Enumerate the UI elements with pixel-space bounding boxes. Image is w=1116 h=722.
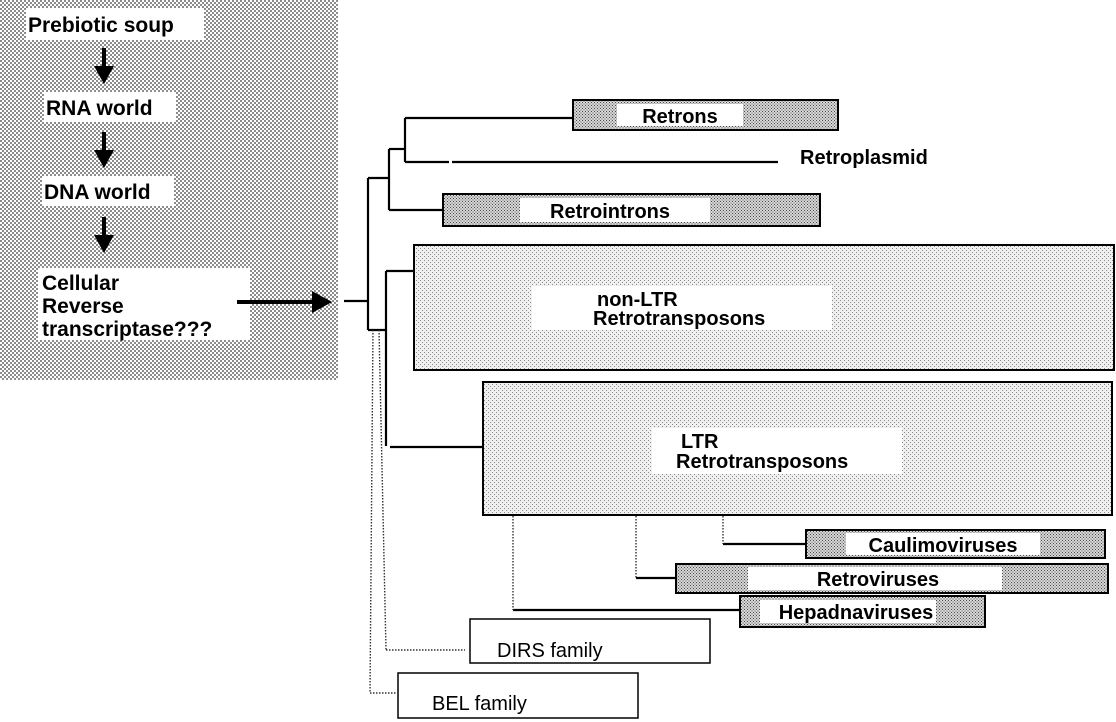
tree-branches <box>344 116 806 612</box>
step-rna-world-label: RNA world <box>46 97 153 120</box>
group-hepadnaviruses: Hepadnaviruses <box>739 595 986 628</box>
step-cellular-rt-label-line3: transcriptase??? <box>42 318 212 341</box>
group-non-ltr-retrotransposons: non-LTR Retrotransposons <box>413 244 1115 371</box>
right-arrow-icon <box>237 291 332 313</box>
origin-panel: Prebiotic soup RNA world DNA world Cellu… <box>0 0 338 380</box>
down-arrow-icon <box>94 132 114 168</box>
hepadnaviruses-label: Hepadnaviruses <box>779 602 934 624</box>
step-cellular-rt-bg <box>38 268 250 340</box>
step-prebiotic-soup-bg <box>26 8 204 40</box>
retroplasmid-label: Retroplasmid <box>800 147 928 169</box>
step-dna-world-bg <box>42 176 174 206</box>
group-bel-family: BEL family <box>397 672 639 719</box>
tree-dotted-branches <box>369 329 724 694</box>
bel-family-label: BEL family <box>432 693 527 715</box>
group-caulimoviruses: Caulimoviruses <box>805 529 1106 559</box>
group-ltr-retrotransposons: LTR Retrotransposons <box>482 381 1113 516</box>
dirs-family-label: DIRS family <box>497 640 603 662</box>
non-ltr-label-line1: non-LTR <box>597 289 678 311</box>
group-retrons: Retrons <box>572 99 839 131</box>
retrointrons-label: Retrointrons <box>550 201 670 223</box>
step-dna-world-label: DNA world <box>44 181 151 204</box>
group-retroviruses: Retroviruses <box>675 563 1109 594</box>
group-dirs-family: DIRS family <box>469 618 711 664</box>
down-arrow-icon <box>94 217 114 253</box>
caulimoviruses-label: Caulimoviruses <box>869 535 1018 557</box>
down-arrow-icon <box>94 48 114 84</box>
retroviruses-label: Retroviruses <box>817 569 939 591</box>
step-cellular-rt-label-line1: Cellular <box>42 272 119 295</box>
non-ltr-label-line2: Retrotransposons <box>593 308 765 330</box>
step-prebiotic-soup-label: Prebiotic soup <box>28 14 174 37</box>
retrons-label: Retrons <box>642 106 718 128</box>
step-rna-world-bg <box>44 92 176 122</box>
group-retrointrons: Retrointrons <box>442 193 821 227</box>
ltr-label-line2: Retrotransposons <box>676 451 848 473</box>
step-cellular-rt-label-line2: Reverse <box>42 295 124 318</box>
ltr-label-line1: LTR <box>681 431 719 453</box>
